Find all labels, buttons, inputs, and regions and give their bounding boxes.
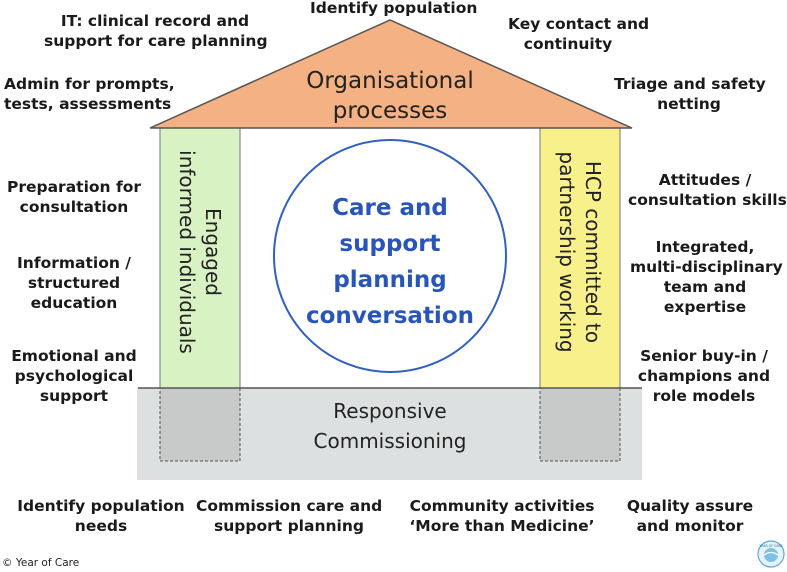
- label-identify-population: Identify population: [310, 0, 478, 18]
- label-line: Integrated,: [655, 238, 755, 256]
- label-line: Commission care and: [196, 497, 383, 515]
- label-line: netting: [657, 95, 721, 113]
- label-it: IT: clinical record and support for care…: [44, 11, 268, 51]
- label-line: role models: [652, 387, 756, 405]
- foundation-label: Responsive Commissioning: [240, 396, 540, 456]
- label-line: Information /: [17, 254, 131, 272]
- label-line: Identify population: [17, 497, 185, 515]
- label-line: multi-disciplinary: [630, 258, 783, 276]
- label-line: support: [39, 387, 109, 405]
- label-line: Key contact and: [508, 15, 650, 33]
- label-attitudes: Attitudes / consultation skills: [628, 170, 787, 210]
- label-line: Triage and safety: [614, 75, 766, 93]
- label-line: Quality assure: [626, 497, 754, 515]
- label-line: Preparation for: [6, 178, 141, 196]
- label-integrated: Integrated, multi-disciplinary team and …: [630, 237, 783, 317]
- label-identify-needs: Identify population needs: [14, 496, 188, 536]
- label-line: support for care planning: [44, 32, 268, 50]
- label-line: ‘More than Medicine’: [409, 517, 595, 535]
- label-preparation: Preparation for consultation: [6, 177, 142, 217]
- label-key-contact: Key contact and continuity: [508, 14, 650, 54]
- label-line: structured: [27, 274, 121, 292]
- label-line: Community activities: [409, 497, 595, 515]
- logo-text: YEAR OF CARE: [759, 544, 782, 548]
- right-pillar-label: HCP committed to partnership working: [554, 151, 606, 352]
- year-of-care-logo-icon: YEAR OF CARE: [757, 540, 785, 568]
- right-pillar-base: [539, 387, 621, 462]
- label-line: consultation: [19, 198, 129, 216]
- label-senior: Senior buy-in / champions and role model…: [636, 346, 772, 406]
- label-line: Emotional and: [11, 347, 137, 365]
- left-pillar-label: Engaged informed individuals: [174, 150, 226, 354]
- label-emotional: Emotional and psychological support: [10, 346, 138, 406]
- roof-title: Organisational processes: [290, 66, 490, 126]
- center-line: support: [339, 231, 441, 257]
- label-line: needs: [74, 517, 128, 535]
- pillar-line: Engaged: [201, 208, 225, 296]
- label-information: Information / structured education: [12, 253, 136, 313]
- label-line: support planning: [214, 517, 364, 535]
- label-line: Senior buy-in /: [640, 347, 768, 365]
- center-line: conversation: [305, 303, 474, 329]
- label-line: team and: [663, 278, 747, 296]
- foundation-line: Commissioning: [313, 429, 467, 453]
- label-quality: Quality assure and monitor: [622, 496, 758, 536]
- center-line: planning: [333, 267, 447, 293]
- label-line: Identify population: [310, 0, 478, 17]
- roof-line: processes: [332, 98, 448, 124]
- pillar-line: partnership working: [555, 151, 579, 353]
- label-line: consultation skills: [628, 191, 787, 209]
- roof: [149, 19, 633, 129]
- label-line: champions and: [637, 367, 771, 385]
- label-triage: Triage and safety netting: [614, 74, 766, 114]
- pillar-line: HCP committed to: [581, 160, 605, 344]
- center-circle: [273, 139, 507, 373]
- center-line: Care and: [332, 195, 448, 221]
- center-label: Care and support planning conversation: [300, 190, 480, 334]
- label-commission: Commission care and support planning: [196, 496, 382, 536]
- label-line: Admin for prompts,: [4, 75, 175, 93]
- left-pillar: [159, 127, 241, 389]
- copyright-text: © Year of Care: [2, 557, 80, 569]
- label-community: Community activities ‘More than Medicine…: [400, 496, 604, 536]
- pillar-line: informed individuals: [175, 150, 199, 354]
- label-line: IT: clinical record and: [60, 12, 250, 30]
- label-line: expertise: [663, 298, 747, 316]
- label-line: psychological: [14, 367, 134, 385]
- label-line: education: [30, 294, 118, 312]
- foundation-line: Responsive: [333, 399, 447, 423]
- label-admin: Admin for prompts, tests, assessments: [4, 74, 175, 114]
- left-pillar-base: [159, 387, 241, 462]
- label-line: continuity: [523, 35, 613, 53]
- roof-line: Organisational: [306, 68, 474, 94]
- label-line: tests, assessments: [4, 95, 172, 113]
- label-line: Attitudes /: [658, 171, 752, 189]
- label-line: and monitor: [636, 517, 744, 535]
